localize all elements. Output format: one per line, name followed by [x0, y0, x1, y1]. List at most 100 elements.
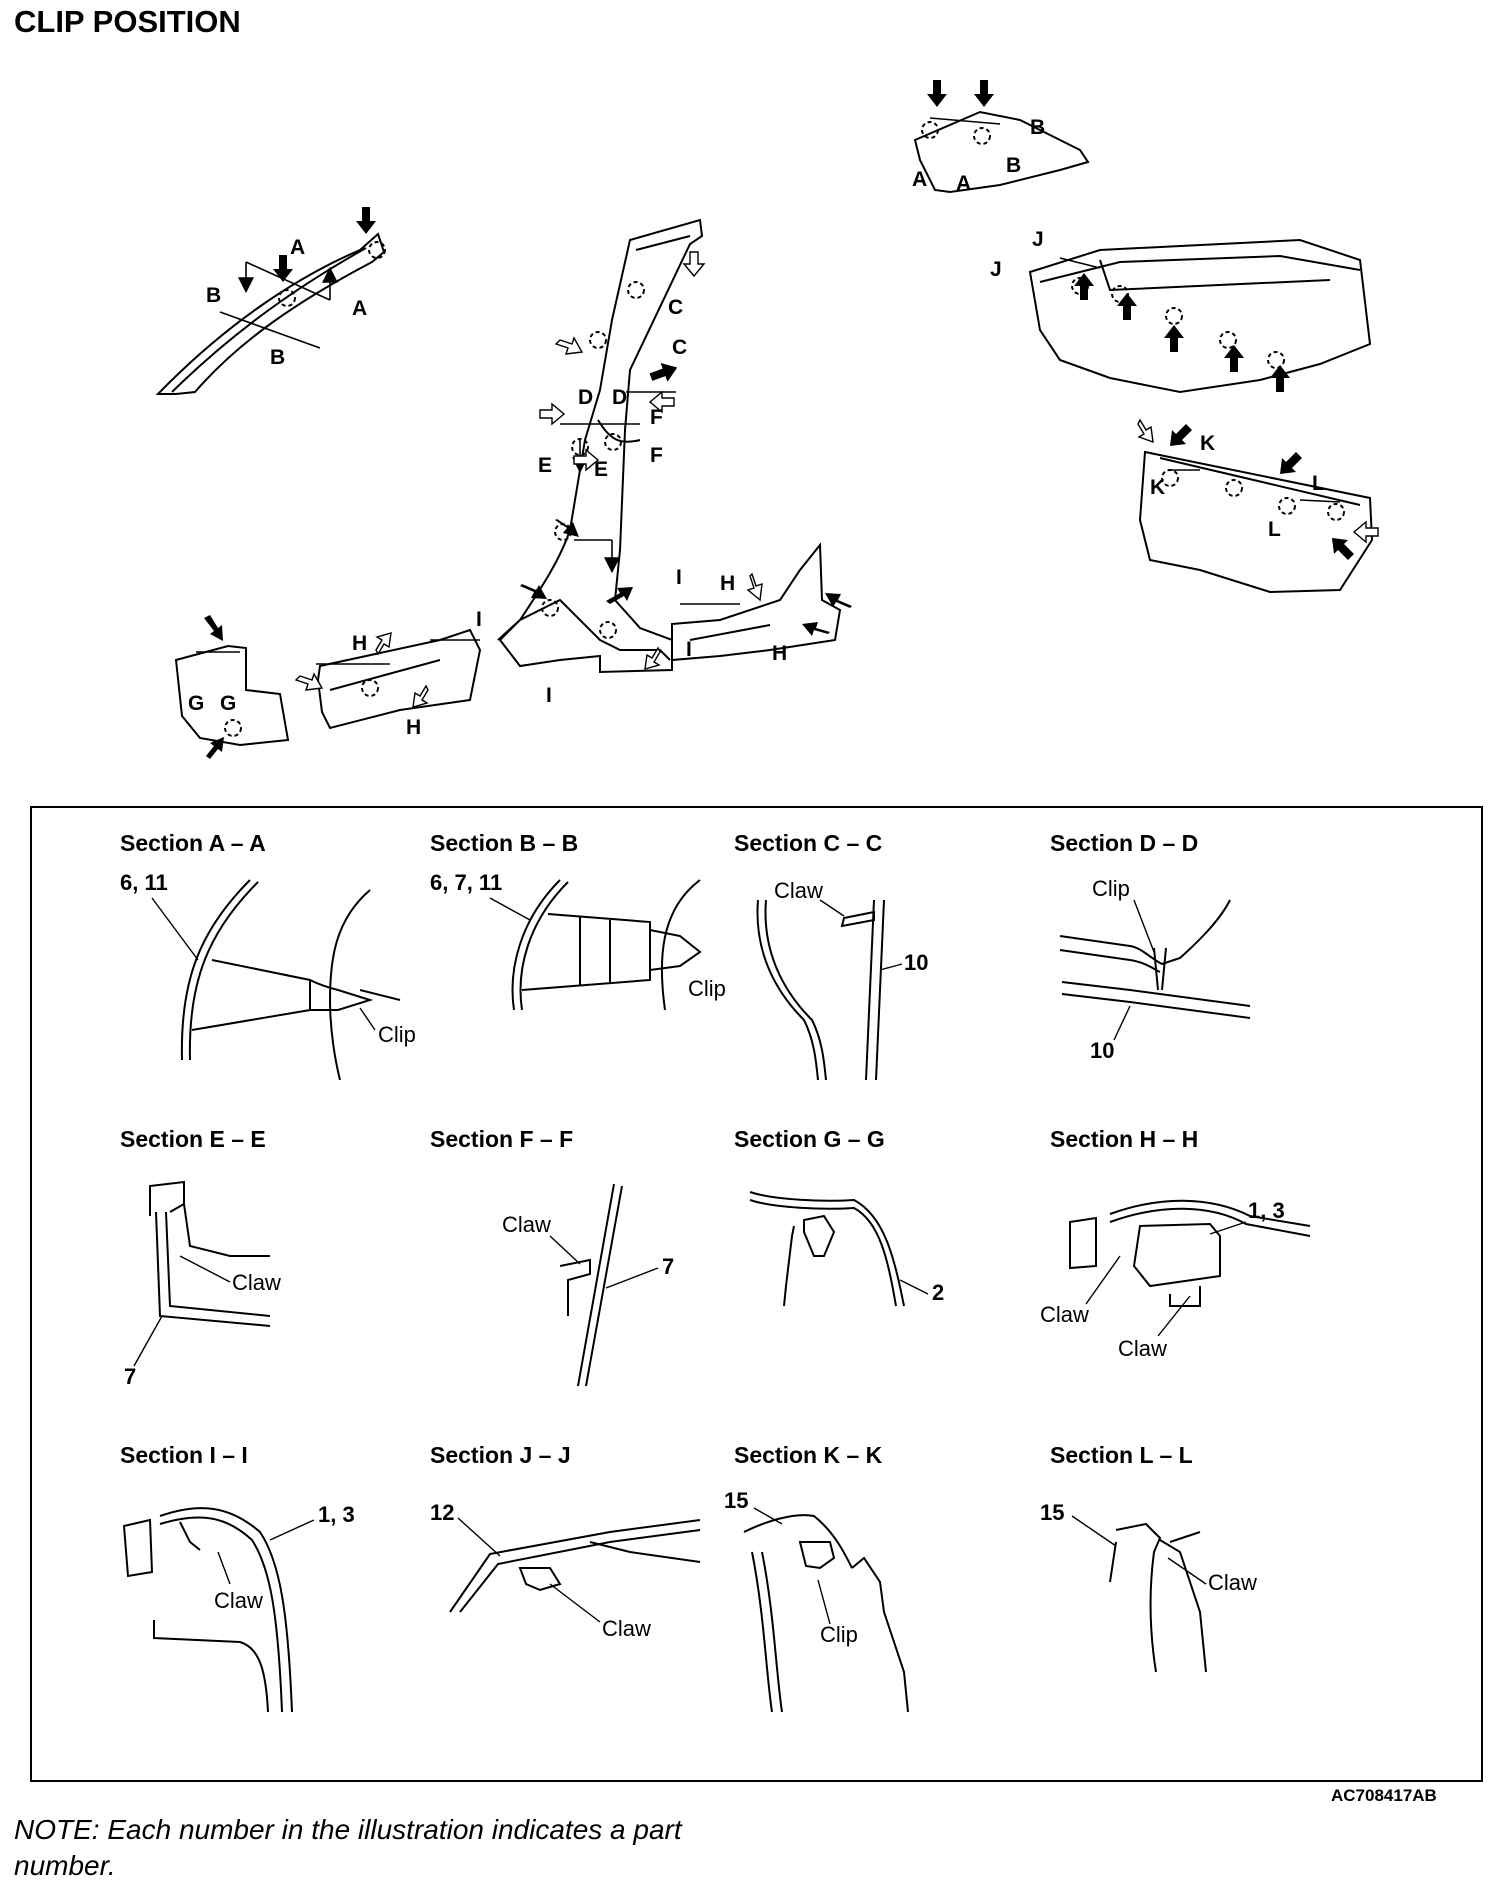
section-title: Section A – A [120, 830, 266, 856]
part-number-label: 6, 11 [120, 870, 168, 895]
section-title: Section K – K [734, 1442, 883, 1468]
label-h: H [352, 632, 367, 655]
section-title: Section E – E [120, 1126, 266, 1152]
section-f-f-drawing: Claw 7 [502, 1183, 674, 1387]
rear-shelf [1028, 238, 1372, 394]
label-h: H [772, 642, 787, 665]
section-h-h: Section H – H 1, 3 Claw Claw [1040, 1126, 1390, 1426]
label-l: L [1268, 518, 1281, 541]
section-b-b-drawing: 6, 7, 11 Clip [430, 870, 726, 1011]
label-e: E [538, 454, 552, 477]
label-e: E [594, 458, 608, 481]
section-title: Section H – H [1050, 1126, 1199, 1152]
section-a-a-drawing: 6, 11 Clip [120, 870, 416, 1081]
label-g: G [220, 692, 236, 715]
label-k: K [1150, 476, 1165, 499]
section-c-c-drawing: Claw 10 [756, 878, 928, 1081]
cowl-side-trim [174, 644, 290, 747]
section-k-k-drawing: 15 Clip [724, 1488, 909, 1713]
label-b: B [270, 346, 285, 369]
part-number-label: 6, 7, 11 [430, 870, 502, 895]
label-i: I [476, 608, 482, 631]
section-l-l-drawing: 15 Claw [1040, 1500, 1257, 1673]
figure-code: AC708417AB [1331, 1786, 1437, 1805]
label-i: I [686, 638, 692, 661]
claw-label: Claw [602, 1616, 651, 1641]
rear-quarter-trim [671, 542, 842, 662]
section-title: Section C – C [734, 830, 883, 856]
claw-label: Claw [774, 878, 823, 903]
section-title: Section J – J [430, 1442, 571, 1468]
page-title: CLIP POSITION [14, 4, 241, 39]
label-i: I [676, 566, 682, 589]
section-d-d-drawing: Clip 10 [1059, 876, 1251, 1063]
part-number-label: 10 [904, 950, 928, 975]
claw-label: Claw [1118, 1336, 1167, 1361]
section-title: Section D – D [1050, 830, 1199, 856]
trim-overview-illustration: A A B B C C D D E E F F G G H H H H I I … [155, 80, 1379, 759]
claw-label: Claw [502, 1212, 551, 1237]
part-number-label: 15 [1040, 1500, 1064, 1525]
section-title: Section G – G [734, 1126, 885, 1152]
clip-label: Clip [1092, 876, 1130, 901]
section-j-j-drawing: 12 Claw [430, 1500, 701, 1641]
section-g-g-drawing: 2 [749, 1191, 944, 1307]
rear-side-panel [913, 110, 1090, 194]
section-title: Section B – B [430, 830, 579, 856]
part-number-label: 2 [932, 1280, 944, 1305]
section-e-e-drawing: Claw 7 [124, 1180, 281, 1389]
section-g-g: Section G – G 2 [734, 1126, 1074, 1426]
label-f: F [650, 444, 663, 467]
label-j: J [1032, 228, 1044, 251]
claw-label: Claw [232, 1270, 281, 1295]
part-number-label: 1, 3 [318, 1502, 355, 1527]
claw-label: Claw [1208, 1570, 1257, 1595]
section-title: Section I – I [120, 1442, 248, 1468]
b-pillar-trim [498, 218, 704, 674]
label-d: D [612, 386, 627, 409]
label-f: F [650, 406, 663, 429]
label-j: J [990, 258, 1002, 281]
label-h: H [406, 716, 421, 739]
claw-label: Claw [1040, 1302, 1089, 1327]
label-a: A [352, 297, 367, 320]
section-i-i: Section I – I 1, 3 Claw [120, 1442, 460, 1742]
label-b: B [206, 284, 221, 307]
section-b-b: Section B – B 6, 7, 11 Clip [430, 830, 770, 1130]
claw-label: Claw [214, 1588, 263, 1613]
section-a-a: Section A – A 6, 11 Clip [120, 830, 460, 1130]
section-h-h-drawing: 1, 3 Claw Claw [1040, 1198, 1311, 1361]
section-c-c: Section C – C Claw 10 [734, 830, 1074, 1130]
part-number-label: 12 [430, 1500, 454, 1525]
label-g: G [188, 692, 204, 715]
section-f-f: Section F – F Claw 7 [430, 1126, 770, 1426]
label-l: L [1312, 472, 1325, 495]
label-b: B [1030, 116, 1045, 139]
section-d-d: Section D – D Clip 10 [1050, 830, 1390, 1130]
label-d: D [578, 386, 593, 409]
section-k-k: Section K – K 15 Clip [724, 1442, 1074, 1742]
part-number-label: 7 [124, 1364, 136, 1389]
note-text: NOTE: Each number in the illustration in… [14, 1814, 682, 1881]
label-a: A [912, 168, 927, 191]
section-i-i-drawing: 1, 3 Claw [122, 1502, 355, 1713]
section-title: Section F – F [430, 1126, 574, 1152]
label-c: C [672, 336, 687, 359]
part-number-label: 1, 3 [1248, 1198, 1285, 1223]
section-title: Section L – L [1050, 1442, 1193, 1468]
clip-label: Clip [378, 1022, 416, 1047]
clip-label: Clip [688, 976, 726, 1001]
label-b: B [1006, 154, 1021, 177]
part-number-label: 7 [662, 1254, 674, 1279]
section-e-e: Section E – E Claw 7 [120, 1126, 460, 1426]
section-j-j: Section J – J 12 Claw [430, 1442, 770, 1742]
label-i: I [546, 684, 552, 707]
scuff-plate [316, 628, 482, 730]
section-l-l: Section L – L 15 Claw [1040, 1442, 1390, 1742]
label-h: H [720, 572, 735, 595]
label-c: C [668, 296, 683, 319]
clip-label: Clip [820, 1622, 858, 1647]
part-number-label: 10 [1090, 1038, 1114, 1063]
label-k: K [1200, 432, 1215, 455]
section-details-panel: Section A – A 6, 11 Clip Section B – B [30, 806, 1483, 1782]
